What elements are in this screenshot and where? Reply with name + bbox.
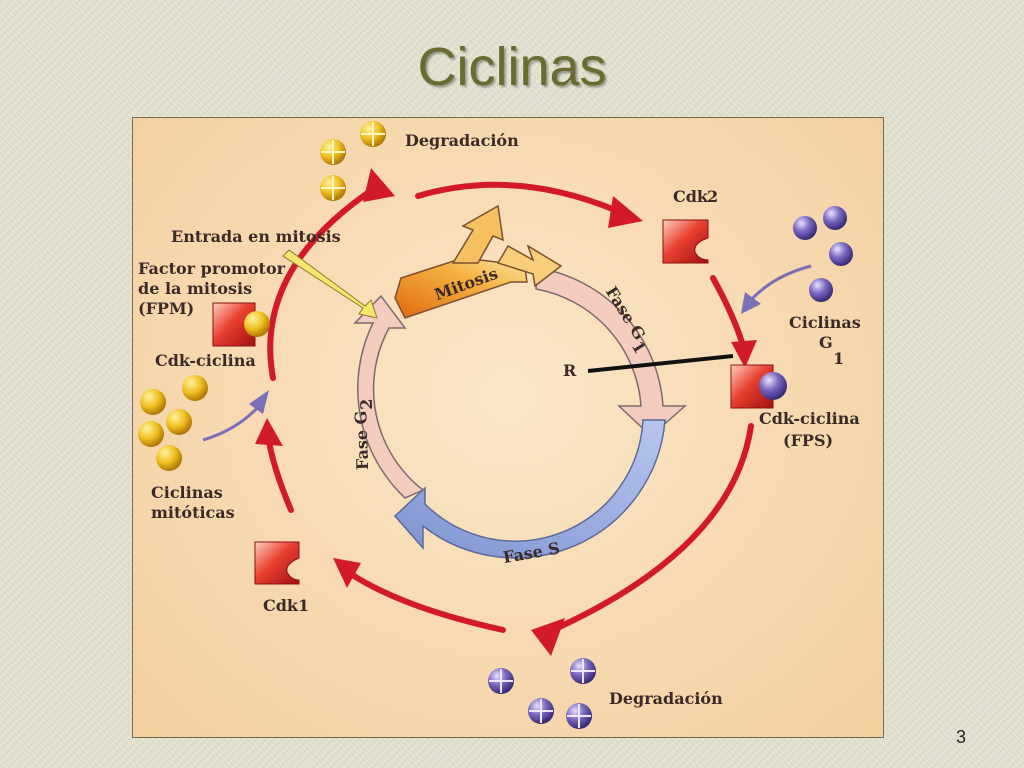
cell-cycle-figure: Mitosis Fase G 1 Fase S Fase G 2 R <box>132 117 884 738</box>
phase-g2-subscript: 2 <box>357 398 376 410</box>
gold-mitotic-cyclins <box>138 375 208 471</box>
arrow-right-to-bottom <box>550 423 754 633</box>
ciclinas-mitoticas-label-line2: mitóticas <box>151 503 235 522</box>
purple-cyclins-g1 <box>793 206 853 302</box>
cell-cycle-diagram: Mitosis Fase G 1 Fase S Fase G 2 R <box>138 121 861 729</box>
arrow-right-down <box>710 275 746 349</box>
ciclinas-g1-subscript: 1 <box>833 349 844 368</box>
inner-cycle-ring <box>353 204 687 559</box>
cdk2-subscript: 2 <box>707 187 718 206</box>
restriction-point-line <box>587 354 734 373</box>
phase-g1-band <box>535 267 687 438</box>
ciclinas-g1-label-line2: G <box>819 333 833 352</box>
arrow-top-right <box>415 181 618 213</box>
fpm-label-line2: de la mitosis <box>138 279 252 298</box>
degradacion-bottom-label: Degradación <box>609 689 723 708</box>
phase-s-band <box>393 419 666 559</box>
phase-g2-band <box>353 294 425 499</box>
cdk-ciclina-left-label: Cdk-ciclina <box>155 351 256 370</box>
fps-label: (FPS) <box>783 431 833 450</box>
arrow-left-to-top <box>267 183 381 381</box>
phase-g2-label: Fase G <box>351 410 372 470</box>
entrada-mitosis-label: Entrada en mitosis <box>171 227 341 246</box>
cdk1-label: Cdk <box>263 596 299 615</box>
cdk2-label: Cdk <box>673 187 709 206</box>
page-number: 3 <box>955 727 966 747</box>
cdk1-subscript: 1 <box>298 596 309 615</box>
cdk1-block <box>254 541 300 585</box>
purple-cyclins-degraded <box>488 658 596 729</box>
fpm-label-line3: (FPM) <box>138 299 194 318</box>
restriction-point-label: R <box>563 361 577 380</box>
arrow-bottom-left <box>348 571 506 633</box>
ciclinas-g1-label-line1: Ciclinas <box>789 313 861 332</box>
arrow-left-up <box>265 433 294 513</box>
cyclin-binding-arrows <box>202 264 812 442</box>
outer-red-arrowheads <box>255 168 757 656</box>
degradacion-top-label: Degradación <box>405 131 519 150</box>
entrada-mitosis-pointer <box>282 249 378 319</box>
slide-title: Ciclinas <box>417 37 607 97</box>
cdk-ciclina-fps-block <box>730 364 787 409</box>
mitosis-split-arrow-right <box>496 244 563 288</box>
cdk-ciclina-fpm-block <box>212 302 270 347</box>
cdk2-block <box>662 219 709 264</box>
mitosis-split-arrow <box>451 204 504 264</box>
cdk-ciclina-right-label: Cdk-ciclina <box>759 409 860 428</box>
ciclinas-mitoticas-label-line1: Ciclinas <box>151 483 223 502</box>
gold-cyclins-top <box>320 121 386 201</box>
fpm-label-line1: Factor promotor <box>138 259 286 278</box>
